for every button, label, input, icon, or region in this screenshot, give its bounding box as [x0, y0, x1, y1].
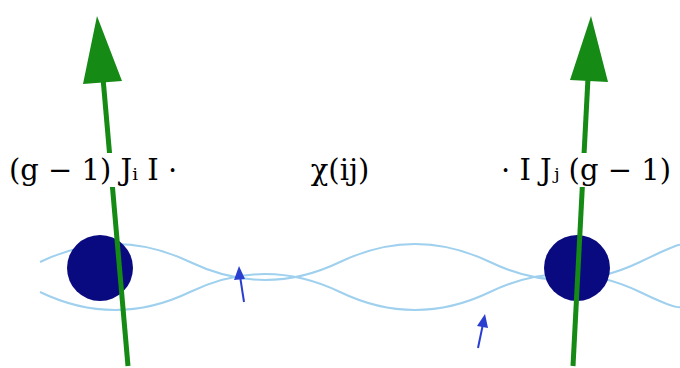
electron-spin-arrowhead — [234, 266, 245, 280]
spin-arrowhead — [570, 16, 608, 82]
spin-arrow-shaft — [573, 78, 588, 366]
coupling-label: (g − 1) Jᵢ I · — [6, 153, 180, 188]
electron-spin-arrow — [478, 324, 483, 348]
susceptibility-label: χ(ij) — [308, 153, 372, 188]
spin-arrow-shaft — [103, 78, 128, 366]
coupling-label: · I Jⱼ (g − 1) — [498, 153, 674, 188]
electron-spin-arrow — [240, 276, 244, 302]
electron-spin-arrowhead — [477, 314, 488, 328]
spin-arrowhead — [83, 16, 122, 84]
